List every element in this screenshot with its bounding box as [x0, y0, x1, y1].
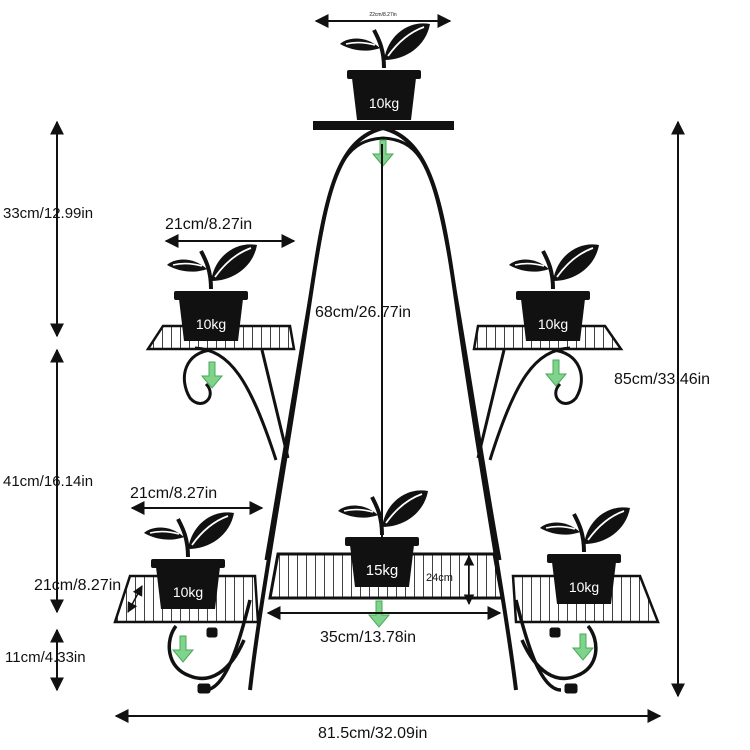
pot-weight-label: 10kg [538, 316, 568, 332]
dimension-labels: 22cm/8.27in 33cm/12.99in 21cm/8.27in 68c… [3, 12, 710, 742]
pot-weight-label: 10kg [569, 579, 599, 595]
pot-weight-label: 15kg [366, 562, 399, 579]
load-arrow-icon [201, 361, 223, 389]
pot-bottom-center: 15kg [336, 488, 430, 589]
center-shelf-width-label: 35cm/13.78in [320, 629, 416, 646]
pot-top: 10kg [338, 21, 432, 122]
top-section-height-label: 33cm/12.99in [3, 205, 93, 222]
load-arrow-icon [572, 633, 594, 661]
load-arrow-icon [545, 359, 567, 387]
total-height-label: 85cm/33.46in [614, 371, 710, 388]
pot-weight-label: 10kg [173, 584, 203, 600]
middle-section-height-label: 41cm/16.14in [3, 473, 93, 490]
mid-left-shelf-width-label: 21cm/8.27in [165, 216, 252, 233]
bottom-left-shelf-width-label: 21cm/8.27in [130, 485, 217, 502]
dimension-lines [50, 14, 685, 723]
bottom-left-shelf-depth-label: 21cm/8.27in [34, 577, 121, 594]
total-width-label: 81.5cm/32.09in [318, 725, 427, 742]
pot-mid-left: 10kg [165, 242, 259, 343]
pot-mid-right: 10kg [507, 242, 601, 343]
top-width-label: 22cm/8.27in [369, 12, 396, 18]
leg-height-label: 11cm/4.33in [5, 649, 86, 666]
pot-weight-label: 10kg [369, 95, 399, 111]
pot-weight-label: 10kg [196, 316, 226, 332]
top-shelf [313, 121, 454, 130]
center-shelf-height-label: 24cm [426, 572, 453, 584]
load-arrow-icon [172, 635, 194, 663]
pot-bottom-right: 10kg [538, 505, 632, 606]
inner-height-label: 68cm/26.77in [315, 304, 411, 321]
pot-bottom-left: 10kg [142, 510, 236, 611]
